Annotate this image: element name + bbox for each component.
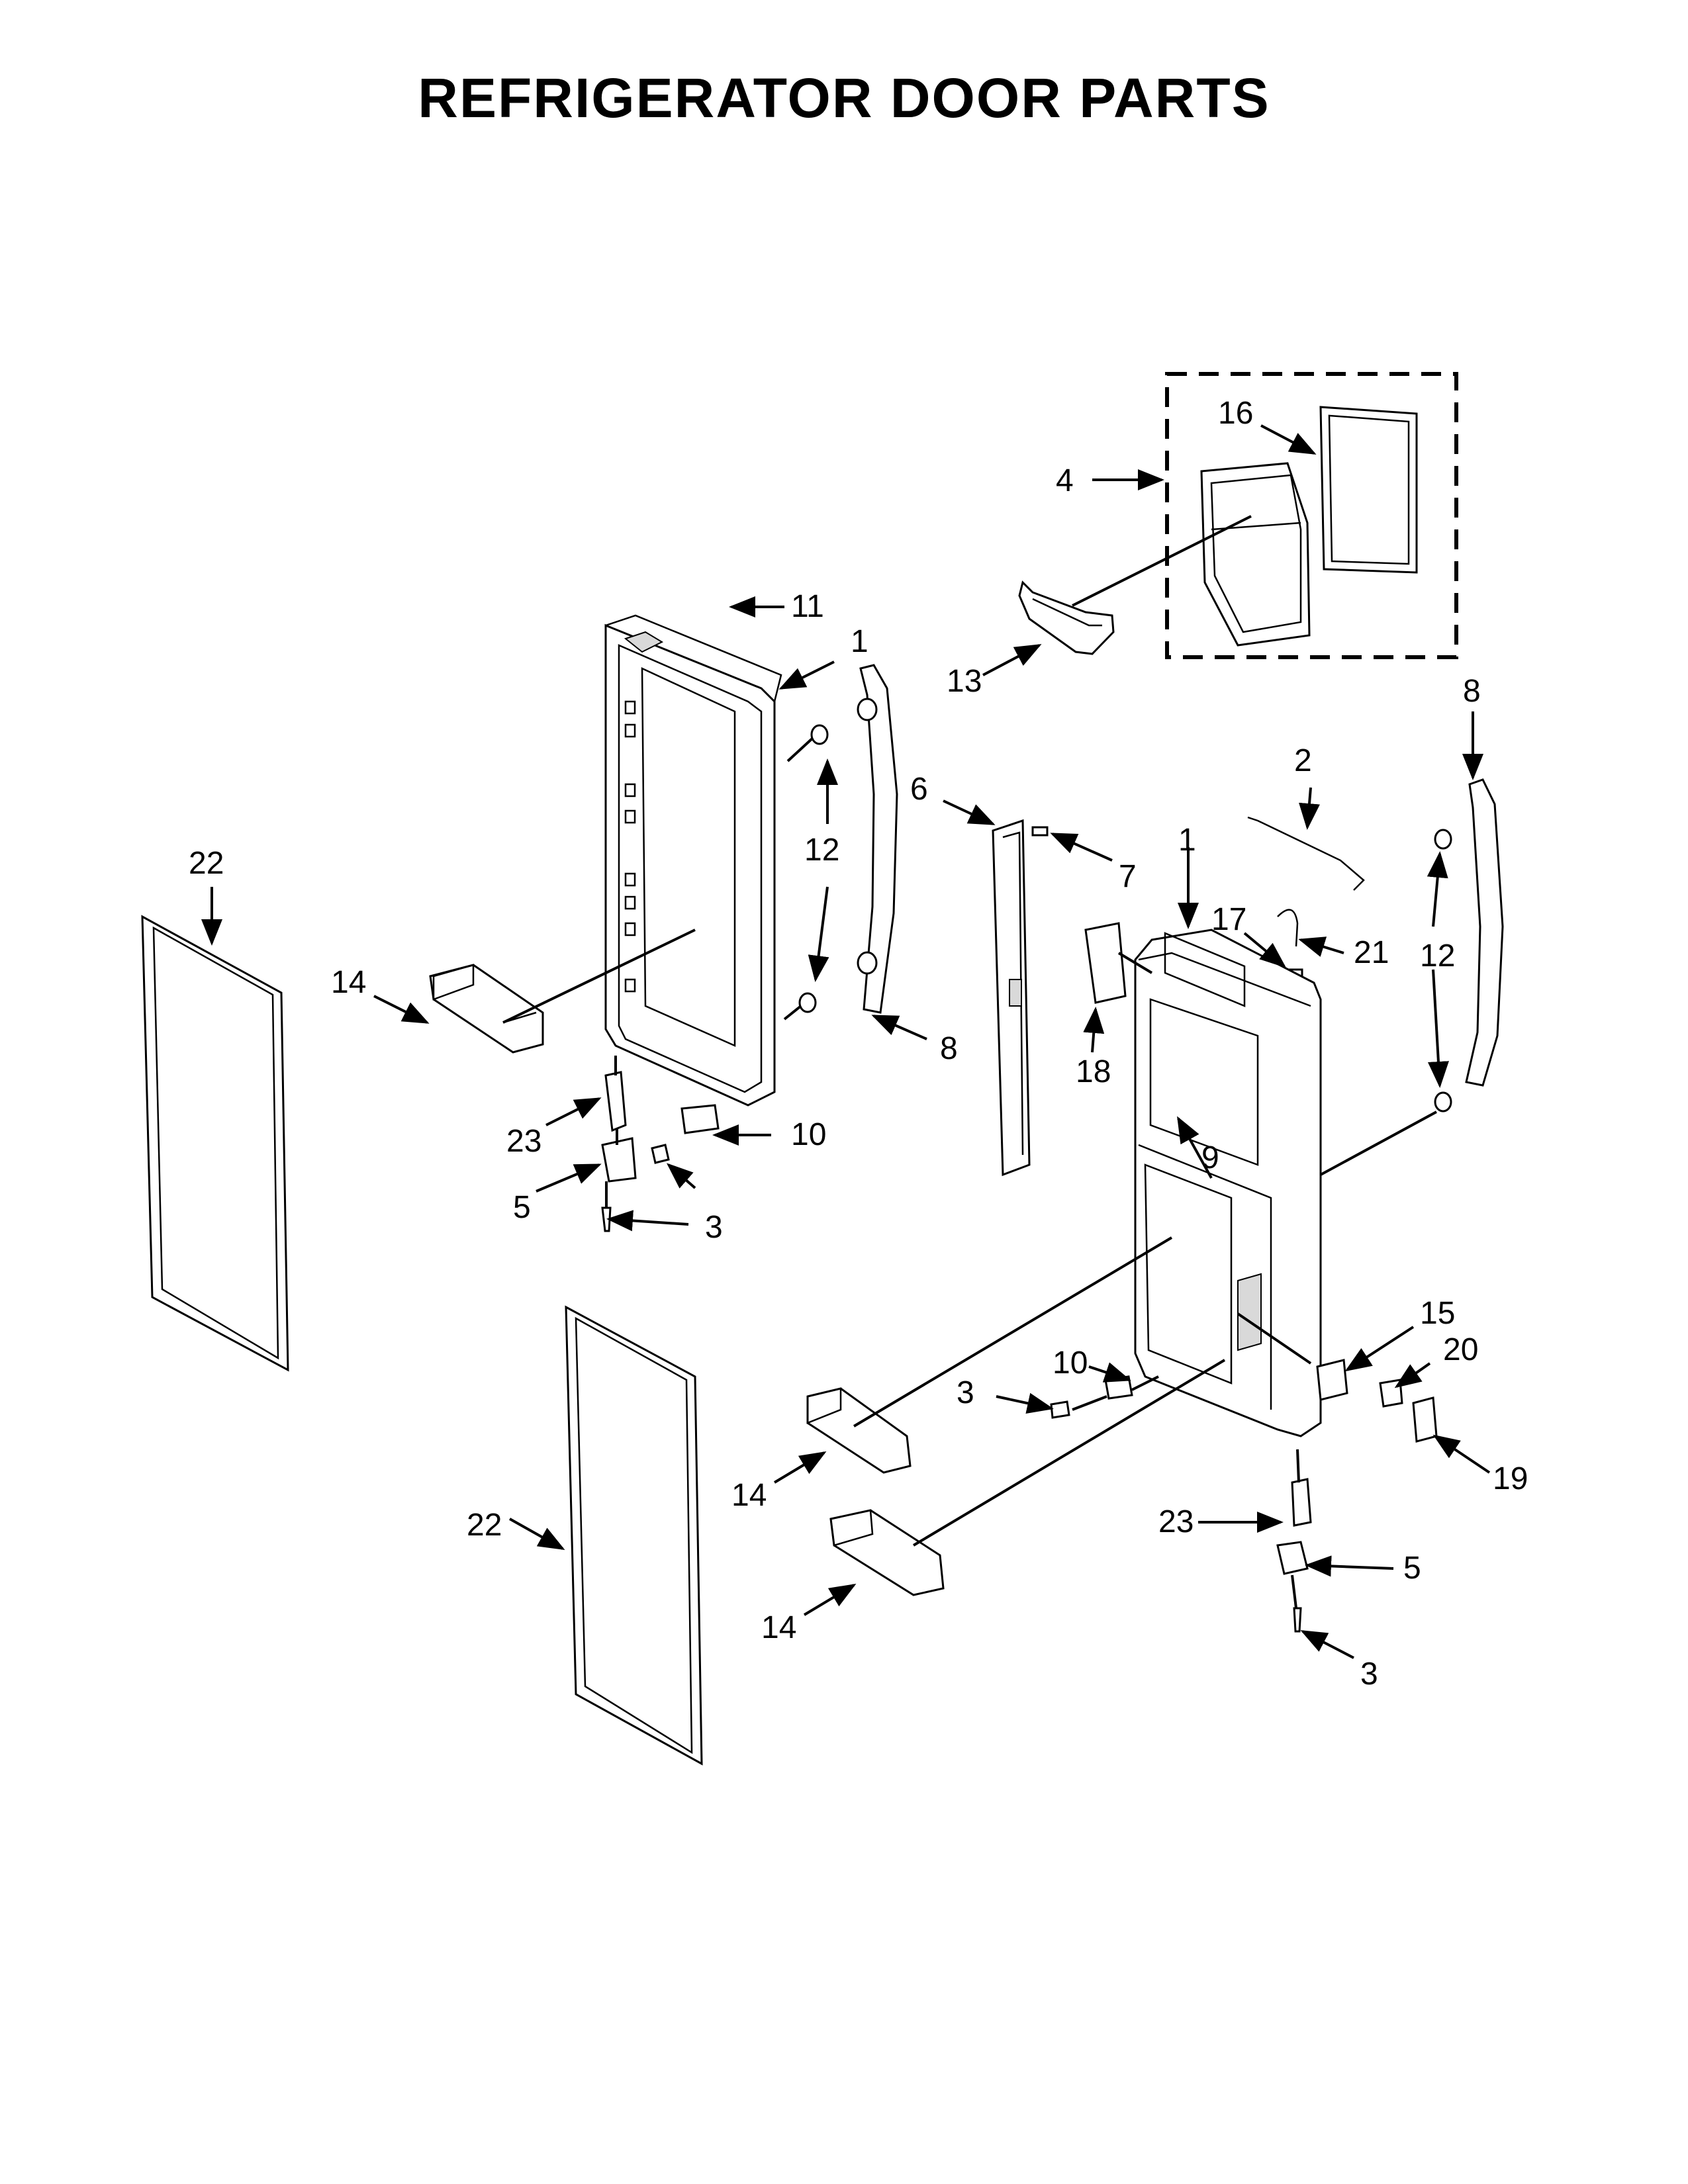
ice-door-panel — [1200, 462, 1311, 647]
door-bin-middle — [806, 1387, 912, 1474]
callout-3-right: 3 — [1360, 1657, 1378, 1692]
callout-3-left: 3 — [705, 1210, 723, 1245]
callout-3-mid: 3 — [957, 1375, 974, 1410]
callout-14-left: 14 — [331, 965, 366, 1000]
callout-11: 11 — [791, 589, 824, 624]
callout-22-right: 22 — [467, 1508, 502, 1543]
callout-arrows — [201, 424, 1491, 1659]
part-13-bracket — [1018, 580, 1115, 655]
right-hinge-hardware — [1276, 1478, 1312, 1633]
callout-19: 19 — [1493, 1461, 1528, 1496]
callout-14-mid: 14 — [731, 1478, 767, 1513]
callout-6: 6 — [910, 772, 928, 807]
callout-labels: 16 4 11 1 13 8 2 12 6 7 1 17 21 12 22 14… — [189, 396, 1528, 1692]
callout-16: 16 — [1218, 396, 1253, 431]
callout-8-right: 8 — [1463, 674, 1481, 709]
callout-4: 4 — [1056, 463, 1074, 498]
callout-7: 7 — [1119, 859, 1137, 894]
callout-17: 17 — [1211, 902, 1246, 937]
door-bin-bottom — [829, 1509, 945, 1596]
right-door-body — [1134, 929, 1322, 1437]
callout-10-left: 10 — [791, 1117, 826, 1152]
ice-compartment-door-group — [1165, 372, 1458, 659]
callout-5-left: 5 — [513, 1190, 531, 1225]
callout-23-left: 23 — [506, 1124, 541, 1159]
callout-2: 2 — [1294, 743, 1312, 778]
callout-12-right: 12 — [1420, 938, 1455, 974]
callout-10-right: 10 — [1053, 1345, 1088, 1381]
callout-22-left: 22 — [189, 846, 224, 881]
part-18-module — [1084, 922, 1127, 1004]
left-door-handle — [798, 664, 898, 1014]
callout-8-left: 8 — [940, 1031, 958, 1066]
callout-13: 13 — [947, 664, 982, 699]
callout-15: 15 — [1420, 1296, 1455, 1331]
left-door-gasket-22 — [141, 915, 289, 1372]
left-door-body — [604, 623, 776, 1107]
callout-1-right-door: 1 — [1178, 823, 1196, 858]
right-door-handle — [1434, 778, 1504, 1113]
left-door-assembly — [604, 614, 782, 1107]
ice-door-gasket-16 — [1319, 406, 1418, 574]
door-bin-left — [429, 964, 544, 1054]
callout-14-bottom: 14 — [761, 1610, 796, 1645]
callout-20: 20 — [1443, 1332, 1478, 1367]
callout-18: 18 — [1076, 1054, 1111, 1089]
callout-12-left: 12 — [804, 833, 839, 868]
callout-1-left-door: 1 — [851, 624, 868, 659]
leader-lines — [502, 515, 1437, 1609]
part-21-tube — [1277, 909, 1299, 947]
page-title: REFRIGERATOR DOOR PARTS — [418, 67, 1270, 129]
callout-23-right: 23 — [1158, 1504, 1194, 1539]
left-hinge-hardware — [601, 1071, 720, 1232]
right-door-assembly — [1134, 929, 1322, 1437]
callout-9: 9 — [1201, 1140, 1219, 1175]
right-door-gasket-22 — [565, 1305, 703, 1766]
part-2-wire — [1247, 816, 1365, 891]
part-3-screw — [1050, 1400, 1070, 1419]
dashed-assembly-box — [1165, 372, 1458, 659]
callout-5-right: 5 — [1403, 1551, 1421, 1586]
callout-21: 21 — [1354, 935, 1389, 970]
part-6-strip — [992, 819, 1049, 1177]
